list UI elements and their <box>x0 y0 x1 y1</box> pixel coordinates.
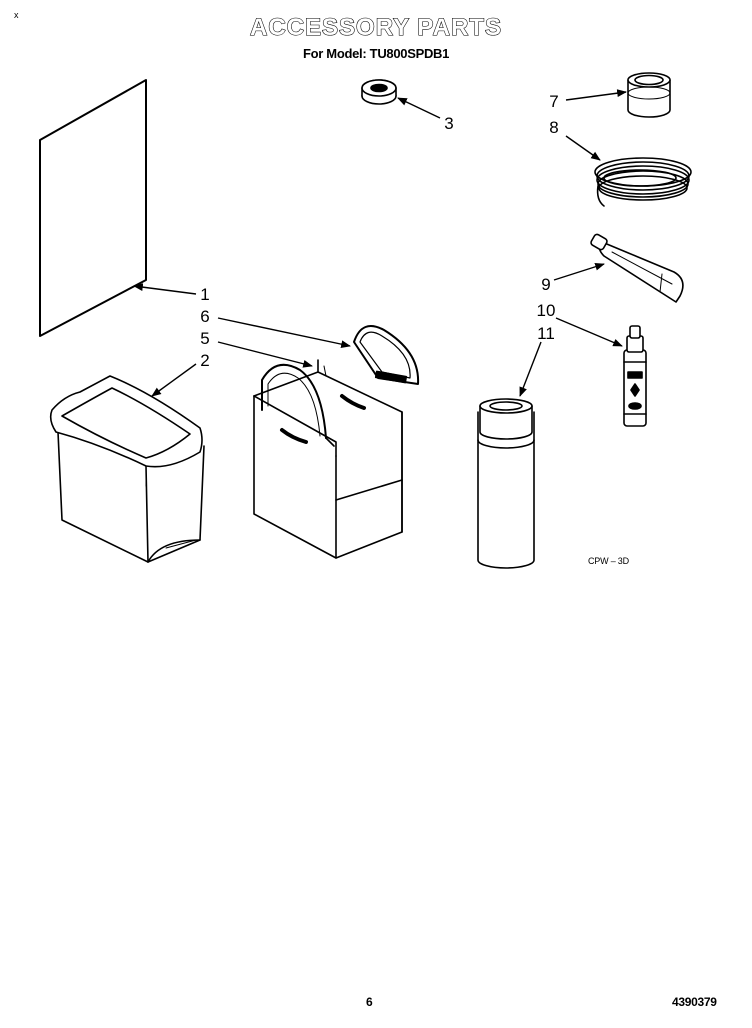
leader-line-3 <box>397 97 441 119</box>
callout-numbers: 1 2 3 5 6 7 8 9 10 11 <box>200 92 558 370</box>
callout-5: 5 <box>200 329 209 348</box>
part-5-bag-holder-illustration <box>253 359 403 559</box>
callout-11: 11 <box>537 324 555 343</box>
leader-line-9 <box>553 262 605 281</box>
callout-leader-lines <box>133 89 627 397</box>
callout-6: 6 <box>200 307 209 326</box>
callout-8: 8 <box>549 118 558 137</box>
callout-10: 10 <box>537 301 556 320</box>
leader-line-5 <box>217 341 313 368</box>
callout-7: 7 <box>549 92 558 111</box>
leader-line-10 <box>555 317 623 347</box>
part-2-bag-liner-illustration <box>49 375 205 563</box>
part-7-cup-illustration <box>627 72 671 118</box>
leader-line-8 <box>565 135 601 161</box>
part-10-nozzle-illustration <box>623 325 647 427</box>
part-8-coiled-cord-illustration <box>594 157 692 207</box>
leader-line-1 <box>133 283 197 295</box>
document-number: 4390379 <box>672 995 717 1009</box>
part-11-aerosol-can-illustration <box>477 398 535 569</box>
leader-line-11 <box>519 341 542 397</box>
part-6-handle-illustration <box>353 325 420 385</box>
corner-mark: x <box>14 10 19 20</box>
model-subtitle: For Model: TU800SPDB1 <box>302 46 450 61</box>
leader-line-2 <box>151 363 197 397</box>
callout-2: 2 <box>200 351 209 370</box>
part-9-tube-illustration <box>590 233 684 303</box>
callout-1: 1 <box>200 285 209 304</box>
callout-3: 3 <box>444 114 453 133</box>
leader-line-7 <box>565 89 627 101</box>
part-3-seal-ring-illustration <box>361 79 397 105</box>
part-1-sheet-illustration <box>39 79 147 337</box>
leader-line-6 <box>217 317 351 349</box>
diagram-code: CPW – 3D <box>588 556 629 566</box>
callout-9: 9 <box>541 275 550 294</box>
page-number: 6 <box>366 995 373 1009</box>
page-title: ACCESSORY PARTS <box>249 13 502 41</box>
